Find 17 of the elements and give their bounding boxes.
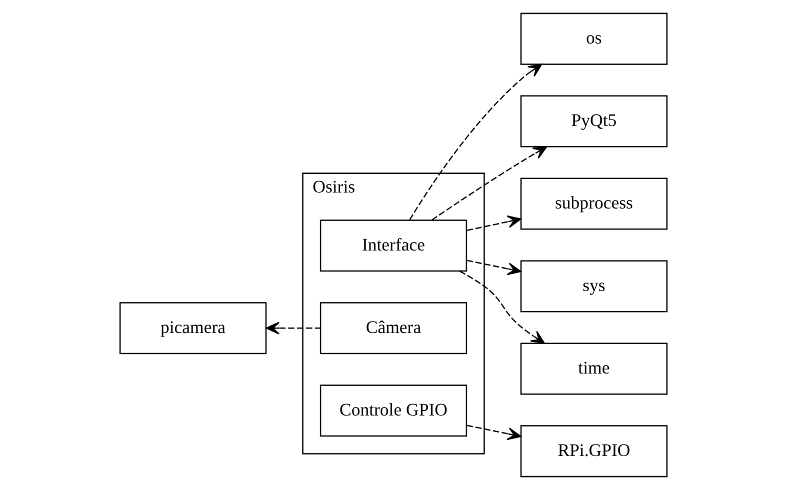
node-box: sys [520, 260, 668, 312]
node-box: Interface [319, 220, 467, 272]
node-box: Controle GPIO [319, 384, 467, 437]
arrow [458, 270, 544, 344]
arrow [466, 424, 521, 440]
node-box: subprocess [520, 178, 668, 230]
node-box: os [520, 12, 668, 65]
arrow [408, 64, 542, 220]
node-box: PyQt5 [520, 95, 668, 148]
arrow [431, 146, 547, 221]
node-box: Câmera [319, 302, 467, 354]
arrow [466, 260, 521, 276]
node-box: picamera [118, 302, 266, 354]
arrow [265, 322, 320, 334]
arrow [466, 215, 521, 232]
node-box: time [520, 342, 668, 395]
node-box: RPi.GPIO [520, 425, 668, 478]
